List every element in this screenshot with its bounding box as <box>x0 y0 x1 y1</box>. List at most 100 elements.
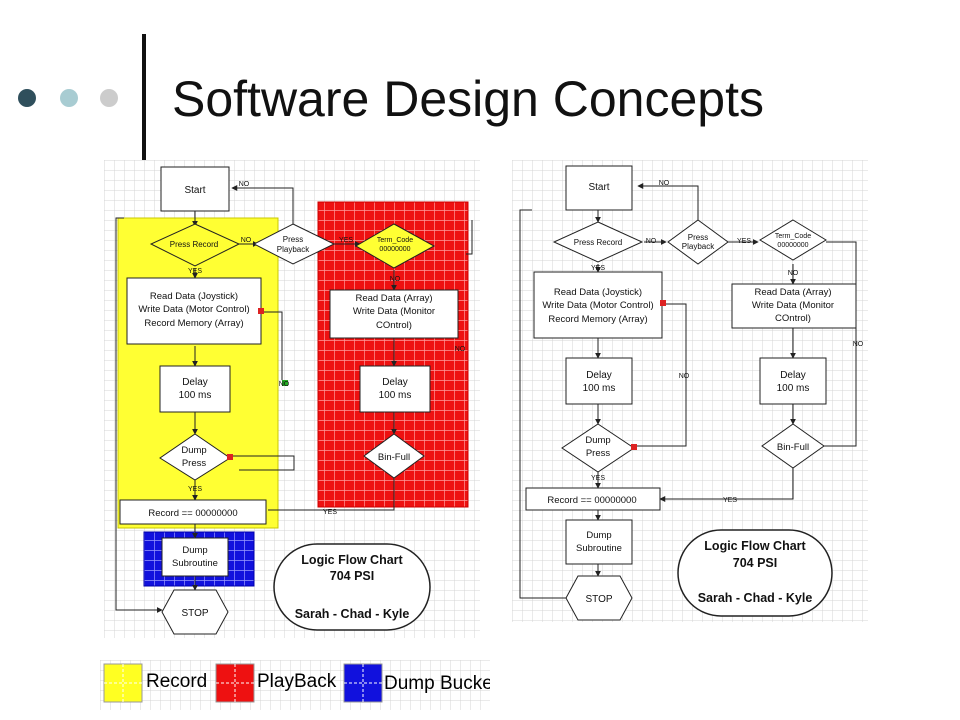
dump-sub-line-1: Dump <box>182 545 207 556</box>
r-no-record-label: NO <box>646 238 657 245</box>
r-info-oval <box>677 529 833 617</box>
legend-record-label: Record <box>146 671 207 692</box>
r-press-record-decision <box>552 221 644 263</box>
r-delay-play-line-1: Delay <box>780 370 806 381</box>
yes-dump-label: YES <box>188 486 202 493</box>
r-yes-record-label: YES <box>591 265 605 272</box>
start-box <box>160 166 230 212</box>
press-record-label: Press Record <box>170 240 218 249</box>
delay-playback-box <box>359 365 431 413</box>
term-code-label-2: 00000000 <box>379 246 410 253</box>
dump-press-line-1: Dump <box>181 445 206 456</box>
r-stop-label: STOP <box>585 594 612 605</box>
r-yes-bin-label: YES <box>723 497 737 504</box>
yes-bin-label: YES <box>323 509 337 516</box>
bullet-dot-2 <box>60 89 78 107</box>
r-press-playback-label-2: Playback <box>682 242 715 251</box>
r-delay-record-line-2: 100 ms <box>583 383 616 394</box>
yes-playback-label: YES <box>339 237 353 244</box>
legend-playback: PlayBack <box>215 663 337 703</box>
r-read-record-box <box>533 271 663 339</box>
read-record-line-3: Record Memory (Array) <box>144 318 243 329</box>
r-info-line-2: 704 PSI <box>733 556 777 570</box>
r-start-label: Start <box>588 182 609 193</box>
info-line-1: Logic Flow Chart <box>301 553 403 567</box>
slide-title: Software Design Concepts <box>172 71 764 127</box>
no-dump-label: NO <box>279 381 290 388</box>
r-read-record-line-1: Read Data (Joystick) <box>554 287 642 298</box>
press-playback-label-1: Press <box>283 235 303 244</box>
r-info-line-1: Logic Flow Chart <box>704 539 806 553</box>
delay-record-box <box>159 365 231 413</box>
r-dump-press-decision <box>561 423 635 473</box>
r-read-play-line-3: COntrol) <box>775 313 811 324</box>
legend-dump-label: Dump Bucket <box>384 673 490 694</box>
record-zero-label: Record == 00000000 <box>148 508 237 519</box>
dump-press-line-2: Press <box>182 458 207 469</box>
r-dump-press-line-1: Dump <box>585 435 610 446</box>
info-line-3: Sarah - Chad - Kyle <box>295 607 410 621</box>
r-yes-playback-label: YES <box>737 238 751 245</box>
read-record-line-1: Read Data (Joystick) <box>150 291 238 302</box>
r-no-term-label: NO <box>788 270 799 277</box>
bin-full-label: Bin-Full <box>378 452 410 463</box>
right-flowchart: Start NO Press Record NO YES Press Playb… <box>512 160 868 622</box>
delay-record-line-2: 100 ms <box>179 390 212 401</box>
legend-dump: Dump Bucket <box>343 663 490 703</box>
r-term-code-decision <box>759 219 827 261</box>
read-playback-box <box>329 289 459 339</box>
dump-press-decision <box>159 433 231 481</box>
term-code-label-1: Term_Code <box>377 237 413 244</box>
start-label: Start <box>184 185 205 196</box>
delay-play-line-2: 100 ms <box>379 390 412 401</box>
r-read-record-line-2: Write Data (Motor Control) <box>542 300 653 311</box>
r-dump-sub-line-2: Subroutine <box>576 543 622 554</box>
bin-full-decision <box>363 433 425 479</box>
r-read-playback-box <box>731 283 857 329</box>
r-delay-record-box <box>565 357 633 405</box>
r-read-play-line-1: Read Data (Array) <box>754 287 831 298</box>
no-record-label: NO <box>241 237 252 244</box>
no-top-label: NO <box>239 181 250 188</box>
record-zero-box <box>119 499 267 525</box>
read-play-line-3: COntrol) <box>376 320 412 331</box>
read-play-line-1: Read Data (Array) <box>355 293 432 304</box>
r-no-dump-label: NO <box>679 373 690 380</box>
legend-playback-label: PlayBack <box>257 671 337 692</box>
r-start-box <box>565 165 633 211</box>
r-stop-terminal <box>565 575 633 621</box>
r-delay-playback-box <box>759 357 827 405</box>
r-bin-full-decision <box>761 423 825 469</box>
r-dump-subroutine-box <box>565 519 633 565</box>
stop-terminal <box>161 589 229 635</box>
r-record-zero-label: Record == 00000000 <box>547 495 636 506</box>
r-read-record-line-3: Record Memory (Array) <box>548 314 647 325</box>
bullet-dot-1 <box>18 89 36 107</box>
read-record-line-2: Write Data (Motor Control) <box>138 304 249 315</box>
r-no-top-label: NO <box>659 180 670 187</box>
dump-subroutine-box <box>161 537 229 577</box>
r-term-code-label-2: 00000000 <box>777 242 808 249</box>
delay-play-line-1: Delay <box>382 377 408 388</box>
r-bin-full-label: Bin-Full <box>777 442 809 453</box>
r-press-playback-label-1: Press <box>688 233 708 242</box>
r-press-record-label: Press Record <box>574 238 622 247</box>
no-bin-label: NO <box>455 346 466 353</box>
no-term-label: NO <box>390 276 401 283</box>
r-dump-sub-line-1: Dump <box>586 530 611 541</box>
r-yes-dump-label: YES <box>591 475 605 482</box>
r-info-line-3: Sarah - Chad - Kyle <box>698 591 813 605</box>
press-record-decision <box>149 223 241 267</box>
press-playback-decision <box>252 223 336 265</box>
r-press-playback-decision <box>667 219 729 265</box>
stop-label: STOP <box>181 608 208 619</box>
r-record-zero-box <box>525 487 661 511</box>
r-read-play-line-2: Write Data (Monitor <box>752 300 834 311</box>
info-line-2: 704 PSI <box>330 569 374 583</box>
left-flowchart: Start NO Press Record NO YES Press Playb… <box>104 160 480 638</box>
info-oval <box>273 543 431 631</box>
legend-record: Record <box>103 663 207 703</box>
r-no-bin-label: NO <box>853 341 864 348</box>
yes-record-label: YES <box>188 268 202 275</box>
dump-sub-line-2: Subroutine <box>172 558 218 569</box>
